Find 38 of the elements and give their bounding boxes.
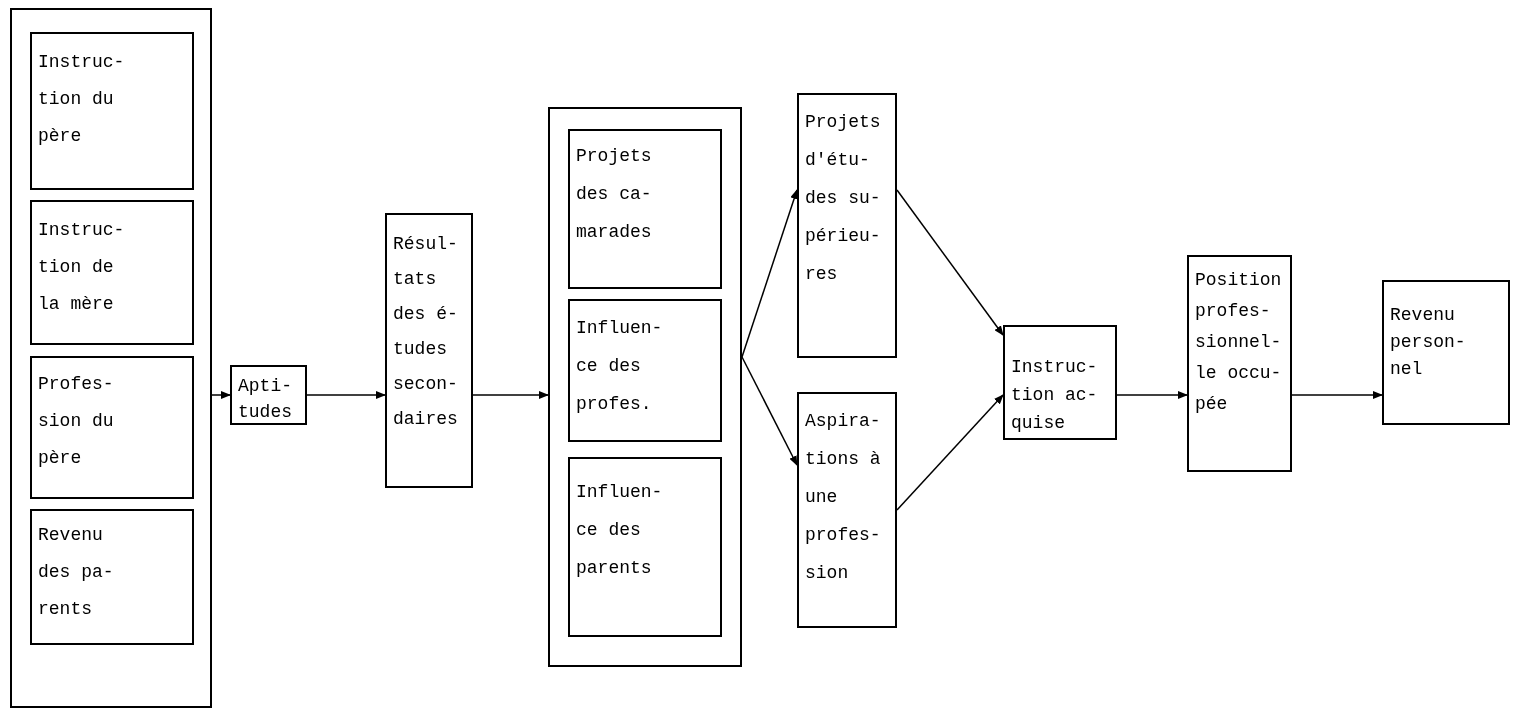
arrow (306, 391, 386, 399)
process-box (1187, 255, 1292, 472)
box-label: Profes- sion du père (38, 373, 115, 470)
process-box (797, 392, 897, 628)
box-label: Résul- tats des é- tudes secon- daires (393, 233, 459, 431)
process-box (385, 213, 473, 488)
process-box (30, 32, 194, 190)
arrow (896, 189, 1004, 336)
box-label: Instruc- tion du père (38, 51, 126, 148)
box-label: Influen- ce des parents (576, 481, 664, 580)
process-box (568, 299, 722, 442)
box-label: Projets des ca- marades (576, 145, 653, 244)
arrow (1291, 391, 1383, 399)
process-box (30, 200, 194, 345)
box-label: Instruc- tion de la mère (38, 219, 126, 316)
arrow (472, 391, 549, 399)
box-label: Revenu des pa- rents (38, 524, 115, 621)
process-box (1382, 280, 1510, 425)
process-box (30, 356, 194, 499)
arrow (211, 391, 231, 399)
arrow (896, 394, 1004, 511)
process-box (568, 457, 722, 637)
box-label: Apti- tudes (238, 375, 293, 424)
box-label: Projets d'étu- des su- périeu- res (805, 111, 882, 286)
arrow (741, 356, 798, 466)
process-box (1003, 325, 1117, 440)
arrow (1116, 391, 1188, 399)
process-box (30, 509, 194, 645)
group-box (10, 8, 212, 708)
group-box (548, 107, 742, 667)
box-label: Instruc- tion ac- quise (1011, 356, 1099, 435)
process-box (230, 365, 307, 425)
process-box (568, 129, 722, 289)
process-box (797, 93, 897, 358)
box-label: Revenu person- nel (1390, 304, 1467, 381)
box-label: Influen- ce des profes. (576, 317, 664, 416)
box-label: Aspira- tions à une profes- sion (805, 410, 882, 585)
box-label: Position profes- sionnel- le occu- pée (1195, 269, 1283, 416)
